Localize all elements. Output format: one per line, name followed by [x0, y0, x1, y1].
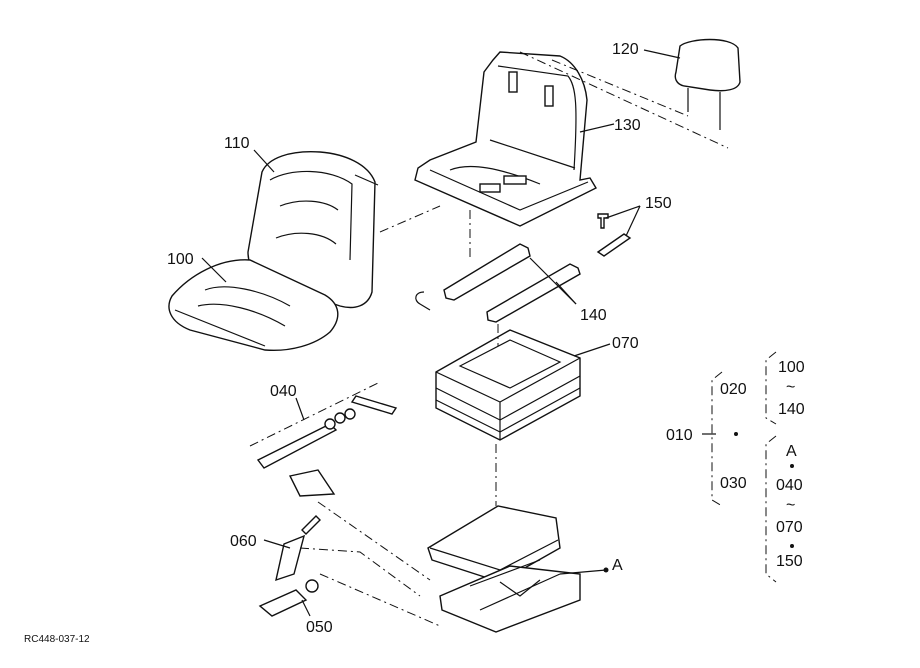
callout-070: 070 [612, 335, 639, 352]
legend-tilde-1: ~ [786, 379, 795, 396]
callout-110: 110 [224, 135, 250, 152]
slide-rails [415, 243, 581, 323]
legend-150: 150 [776, 553, 803, 570]
callout-130: 130 [614, 117, 641, 134]
headrest [674, 38, 741, 130]
suspension-unit [435, 329, 581, 441]
figure-code: RC448-037-12 [24, 634, 90, 645]
seat-frame [414, 51, 597, 227]
callout-140: 140 [580, 307, 607, 324]
legend-dot [734, 432, 738, 436]
callout-040: 040 [270, 383, 297, 400]
assembly-legend: 010 020 030 100 ~ 140 A 040 ~ 070 150 [666, 351, 805, 583]
legend-dot [790, 464, 794, 468]
base-mechanism [427, 505, 581, 633]
gas-damper [275, 515, 321, 582]
legend-020: 020 [720, 381, 747, 398]
pivot-bracket [258, 579, 319, 617]
fasteners [596, 213, 632, 257]
legend-ref-a: A [786, 443, 797, 460]
legend-030: 030 [720, 475, 747, 492]
callout-labels: 110 100 120 130 150 140 070 040 060 050 … [167, 41, 672, 636]
legend-100: 100 [778, 359, 805, 376]
leader-lines [201, 49, 681, 617]
callout-050: 050 [306, 619, 333, 636]
legend-140: 140 [778, 401, 805, 418]
assembly-lines [249, 51, 729, 627]
seat-cushion [168, 259, 339, 352]
callout-150: 150 [645, 195, 672, 212]
legend-tilde-2: ~ [786, 497, 795, 514]
legend-dot [790, 544, 794, 548]
legend-010: 010 [666, 427, 693, 444]
adjust-lever-assembly [256, 395, 398, 497]
callout-060: 060 [230, 533, 257, 550]
legend-070: 070 [776, 519, 803, 536]
callout-120: 120 [612, 41, 639, 58]
callout-100: 100 [167, 251, 194, 268]
legend-040: 040 [776, 477, 803, 494]
callout-ref-a: A [612, 557, 623, 574]
